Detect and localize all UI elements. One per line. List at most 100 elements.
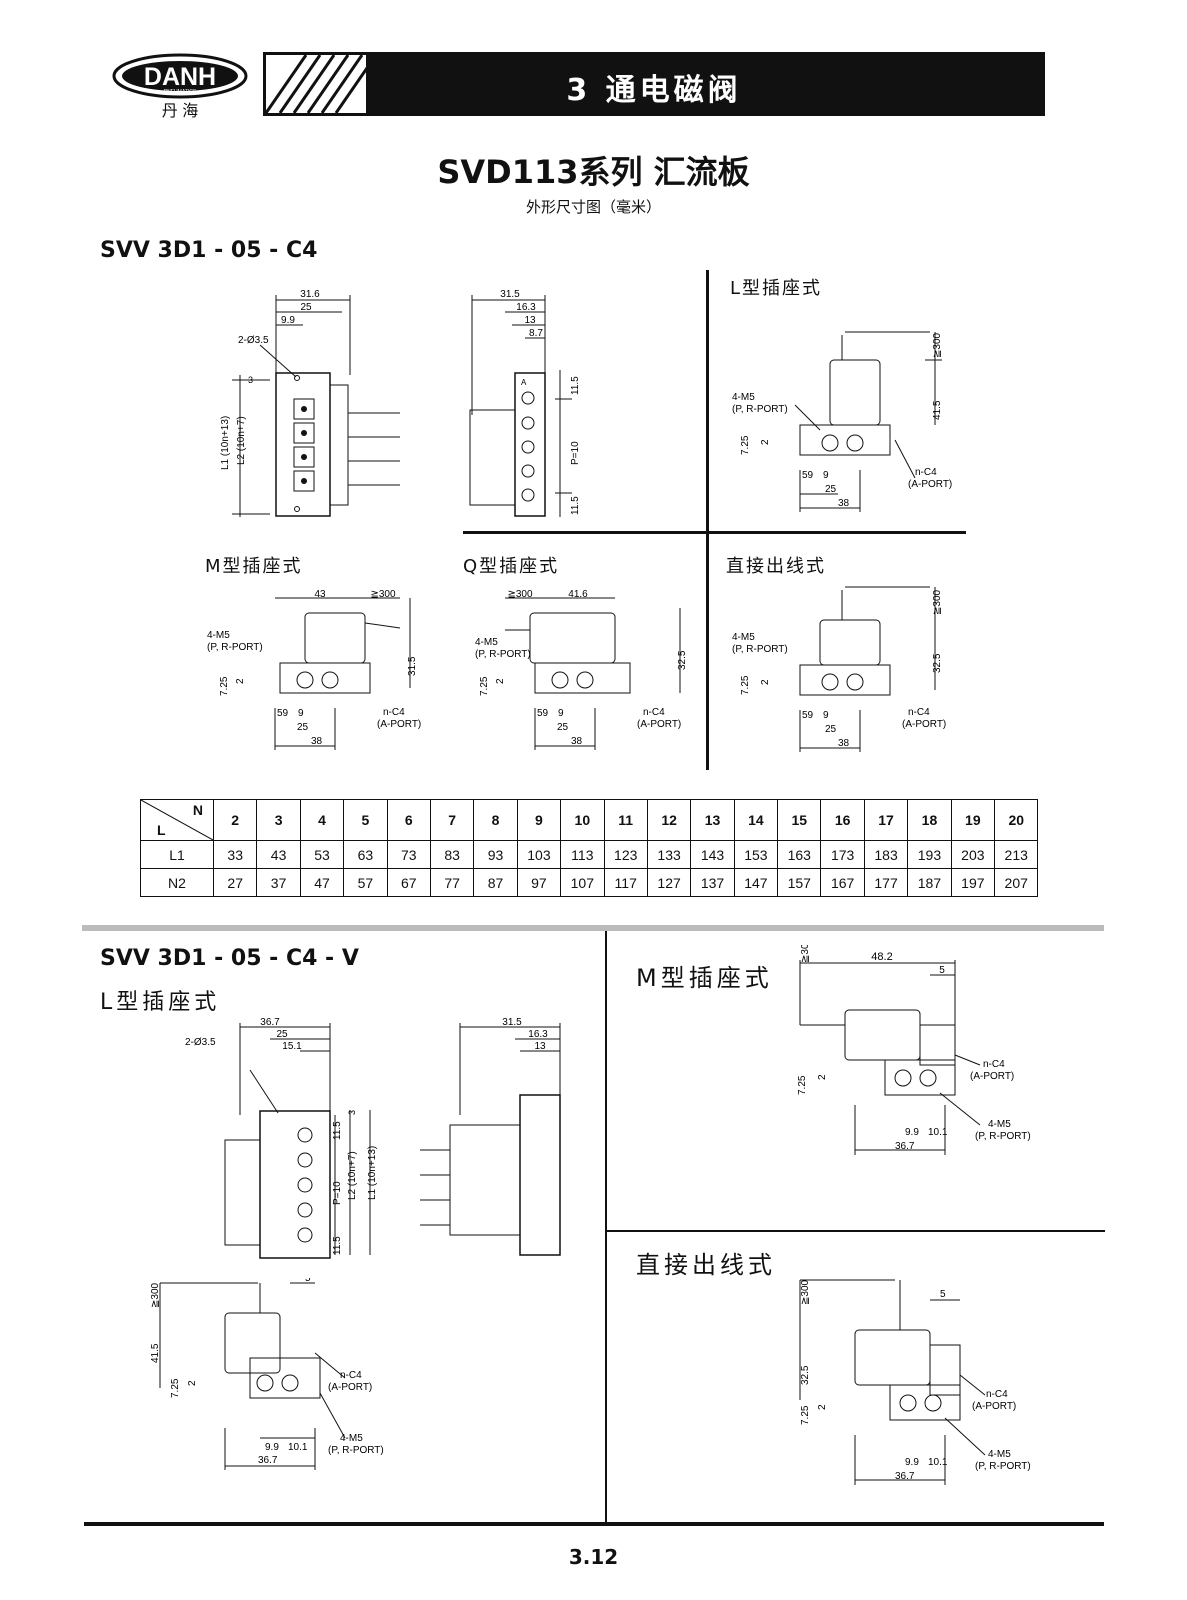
svg-text:PNEUMATICS: PNEUMATICS [164, 89, 197, 95]
label-l-type: L型插座式 [730, 278, 823, 299]
svg-text:32.5: 32.5 [932, 653, 943, 673]
svg-text:31.5: 31.5 [502, 1017, 522, 1028]
table-corner: N L [140, 799, 214, 841]
svg-text:2: 2 [187, 1380, 198, 1386]
svg-text:(A-PORT): (A-PORT) [908, 479, 952, 490]
logo-text: DANH [144, 63, 216, 91]
svg-text:P=10: P=10 [570, 441, 581, 465]
col-header: 20 [994, 799, 1039, 841]
v-m-type-diagram: ≧300 48.2 5 7.25 2 n-C4 (A-PORT) 9.9 10.… [797, 945, 1031, 1155]
svg-text:2: 2 [235, 678, 246, 684]
svg-text:4-M5: 4-M5 [207, 630, 230, 641]
svg-text:32.5: 32.5 [677, 650, 688, 670]
svg-text:2: 2 [495, 678, 506, 684]
svg-text:32.5: 32.5 [800, 1365, 811, 1385]
svg-text:L1 (10n+13): L1 (10n+13) [367, 1146, 378, 1200]
svg-text:(A-PORT): (A-PORT) [637, 719, 681, 730]
svg-text:7.25: 7.25 [219, 676, 230, 696]
svg-text:n-C4: n-C4 [643, 707, 665, 718]
svg-text:13: 13 [524, 315, 536, 326]
section-title: 3 通电磁阀 [566, 73, 742, 108]
svg-text:9: 9 [823, 710, 829, 721]
direct-wire-diagram: ≧300 32.5 4-M5 (P, R-PORT) 7.25 2 59 9 2… [732, 586, 946, 752]
svg-text:n-C4: n-C4 [986, 1389, 1008, 1400]
v-front-view-diagram: 36.7 25 15.1 2-Ø3.5 3 11.5 P=10 L2 (10n+… [185, 1017, 378, 1259]
divider-horizontal-1 [463, 531, 966, 534]
svg-text:25: 25 [825, 484, 837, 495]
svg-text:38: 38 [311, 736, 323, 747]
svg-text:25: 25 [557, 722, 569, 733]
svg-text:2-Ø3.5: 2-Ø3.5 [185, 1037, 216, 1048]
svg-text:36.7: 36.7 [895, 1471, 915, 1482]
svg-text:5: 5 [939, 965, 945, 976]
page-title: SVD113系列 汇流板 [437, 153, 750, 191]
svg-text:7.25: 7.25 [740, 435, 751, 455]
svg-text:(A-PORT): (A-PORT) [377, 719, 421, 730]
svg-text:11.5: 11.5 [570, 496, 581, 515]
svg-text:L1 (10n+13): L1 (10n+13) [220, 416, 231, 470]
svg-text:2-Ø3.5: 2-Ø3.5 [238, 335, 269, 346]
svg-text:9.9: 9.9 [905, 1127, 919, 1138]
section2-m-type: M型插座式 [636, 964, 773, 992]
svg-text:(A-PORT): (A-PORT) [328, 1382, 372, 1393]
section2-direct: 直接出线式 [636, 1251, 776, 1279]
svg-text:2: 2 [817, 1074, 828, 1080]
svg-text:48.2: 48.2 [871, 951, 892, 963]
svg-text:16.3: 16.3 [528, 1029, 548, 1040]
svg-text:L2 (10n+7): L2 (10n+7) [236, 416, 247, 465]
col-header: 18 [907, 799, 952, 841]
svg-text:4-M5: 4-M5 [988, 1449, 1011, 1460]
svg-text:4-M5: 4-M5 [988, 1119, 1011, 1130]
v-l-type-diagram: 5 ≧300 41.5 7.25 2 n-C4 (A-PORT) 9.9 10.… [150, 1278, 384, 1470]
svg-text:4-M5: 4-M5 [732, 632, 755, 643]
svg-text:5: 5 [305, 1278, 311, 1284]
svg-text:5: 5 [940, 1289, 946, 1300]
svg-text:31.5: 31.5 [500, 289, 520, 300]
svg-text:15.1: 15.1 [282, 1041, 302, 1052]
svg-text:31.6: 31.6 [300, 289, 320, 300]
label-m-type: M型插座式 [205, 556, 303, 577]
divider-vertical-2 [605, 931, 607, 1526]
svg-text:2: 2 [760, 439, 771, 445]
page-subtitle: 外形尺寸图（毫米） [525, 198, 661, 216]
row-label: L1 [140, 840, 214, 869]
header-hatch [266, 55, 366, 113]
col-header: 11 [603, 799, 648, 841]
bottom-rule [84, 1522, 1104, 1526]
svg-text:59: 59 [802, 710, 814, 721]
label-q-type: Q型插座式 [463, 556, 560, 577]
svg-text:≧300: ≧300 [150, 1282, 161, 1308]
svg-text:43: 43 [314, 589, 326, 600]
svg-text:13: 13 [534, 1041, 546, 1052]
svg-text:P=10: P=10 [332, 1181, 343, 1205]
svg-text:41.5: 41.5 [932, 400, 943, 420]
svg-text:59: 59 [537, 708, 549, 719]
svg-text:25: 25 [297, 722, 309, 733]
svg-text:A: A [521, 378, 527, 387]
svg-text:38: 38 [838, 738, 850, 749]
svg-text:4-M5: 4-M5 [340, 1433, 363, 1444]
svg-text:9: 9 [558, 708, 564, 719]
section2-l-type: L型插座式 [100, 990, 221, 1015]
svg-text:3: 3 [347, 1110, 357, 1115]
svg-text:(P, R-PORT): (P, R-PORT) [207, 642, 263, 653]
svg-text:7.25: 7.25 [170, 1378, 181, 1398]
col-header: 4 [299, 799, 345, 841]
col-header: 12 [646, 799, 692, 841]
col-header: 2 [212, 799, 258, 841]
v-direct-wire-diagram: 5 ≧300 32.5 7.25 2 n-C4 (A-PORT) 9.9 10.… [799, 1279, 1031, 1485]
svg-text:8.7: 8.7 [529, 328, 543, 339]
col-header: 16 [820, 799, 865, 841]
svg-text:n-C4: n-C4 [983, 1059, 1005, 1070]
svg-text:≧300: ≧300 [370, 589, 396, 600]
divider-vertical-1 [706, 270, 709, 770]
svg-text:n-C4: n-C4 [915, 467, 937, 478]
svg-text:9.9: 9.9 [905, 1457, 919, 1468]
svg-text:(A-PORT): (A-PORT) [970, 1071, 1014, 1082]
svg-text:≧300: ≧300 [800, 945, 811, 963]
brand-logo: DANH PNEUMATICS 丹 海 [112, 52, 250, 120]
front-view-diagram: 31.6 25 9.9 2-Ø3.5 3 L1 (10n+13) L2 (10n… [220, 289, 400, 517]
col-header: 13 [690, 799, 735, 841]
